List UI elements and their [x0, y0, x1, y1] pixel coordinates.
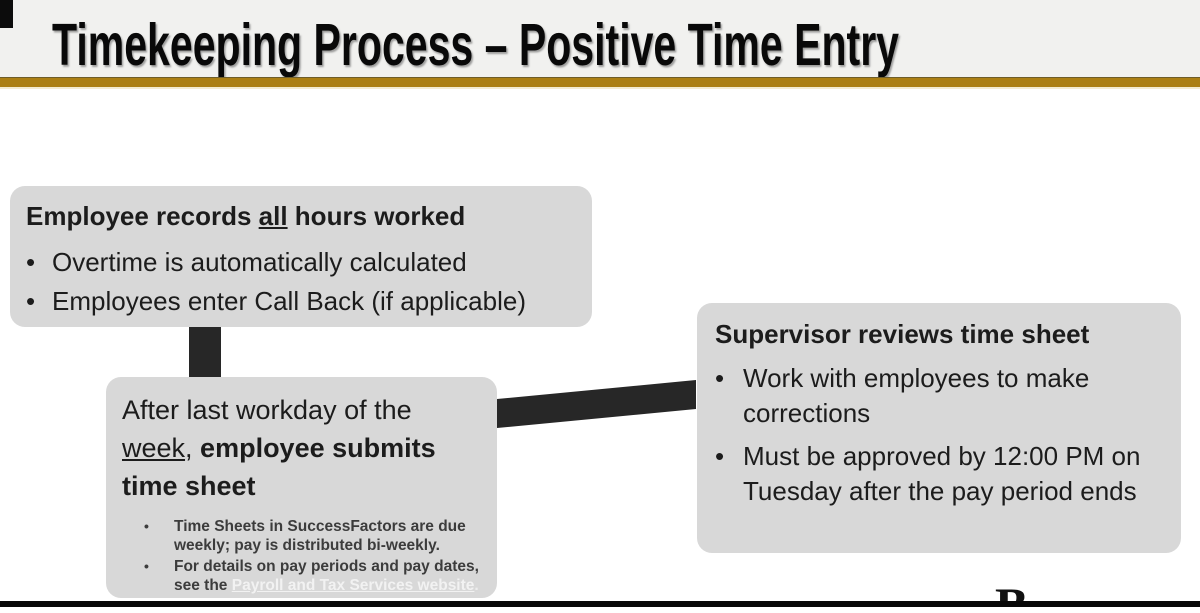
heading-segment-underlined: all — [258, 201, 288, 231]
box-employee-submits: After last workday of the week, employee… — [106, 377, 497, 598]
bullet-text: Overtime is automatically calculated — [52, 247, 467, 277]
heading-segment: After last workday of the — [122, 395, 420, 425]
title-band: Timekeeping Process – Positive Time Entr… — [0, 0, 1200, 77]
bullet-dot-icon: • — [144, 518, 149, 534]
sub-bullet-item: • Time Sheets in SuccessFactors are due … — [122, 517, 479, 555]
bullet-text: Work with employees to make corrections — [743, 363, 1090, 428]
bullet-list: • Work with employees to make correction… — [715, 361, 1165, 509]
bullet-item: • Must be approved by 12:00 PM on Tuesda… — [715, 439, 1165, 509]
box-employee-records-heading: Employee records all hours worked — [26, 199, 576, 233]
gold-divider — [0, 77, 1200, 89]
bullet-dot-icon: • — [144, 558, 149, 574]
box-employee-records: Employee records all hours worked • Over… — [10, 186, 592, 327]
bullet-text: Employees enter Call Back (if applicable… — [52, 286, 526, 316]
bullet-dot-icon: • — [26, 286, 36, 316]
box-supervisor-reviews-heading: Supervisor reviews time sheet — [715, 319, 1090, 349]
bullet-text: Must be approved by 12:00 PM on Tuesday … — [743, 441, 1141, 506]
heading-segment: , — [185, 433, 201, 463]
bullet-dot-icon: • — [715, 441, 725, 471]
corner-mark — [0, 0, 13, 28]
box-supervisor-reviews: Supervisor reviews time sheet • Work wit… — [697, 303, 1181, 553]
page-title: Timekeeping Process – Positive Time Entr… — [52, 11, 900, 79]
flow-connector-vertical — [189, 322, 221, 382]
logo-letter: B — [995, 589, 1041, 602]
heading-segment: Employee records — [26, 201, 259, 231]
sub-bullet-segment: For details on pay periods and pay dates… — [174, 558, 484, 594]
bullet-item: • Overtime is automatically calculated — [26, 243, 576, 282]
partial-logo-letter: B — [995, 589, 1041, 602]
sub-bullet-text: Time Sheets in SuccessFactors are due we… — [174, 518, 471, 554]
sub-bullet-item: • For details on pay periods and pay dat… — [122, 557, 479, 595]
sub-bullet-text: For details on pay periods and pay dates… — [174, 557, 479, 595]
payroll-tax-services-link[interactable]: Payroll and Tax Services website — [231, 577, 475, 594]
box-employee-submits-heading: After last workday of the week, employee… — [122, 391, 479, 505]
bullet-list: • Overtime is automatically calculated •… — [26, 243, 576, 321]
bullet-item: • Employees enter Call Back (if applicab… — [26, 282, 576, 321]
heading-segment-underlined: week — [122, 433, 186, 463]
bullet-dot-icon: • — [26, 247, 36, 277]
heading-segment-bold: employee submits time sheet — [122, 433, 444, 501]
bullet-item: • Work with employees to make correction… — [715, 361, 1165, 431]
bottom-divider — [0, 601, 1200, 607]
bullet-dot-icon: • — [715, 363, 725, 393]
sub-bullet-segment: . — [474, 577, 479, 594]
sub-bullet-list: • Time Sheets in SuccessFactors are due … — [122, 517, 479, 595]
heading-segment: hours worked — [287, 201, 466, 231]
